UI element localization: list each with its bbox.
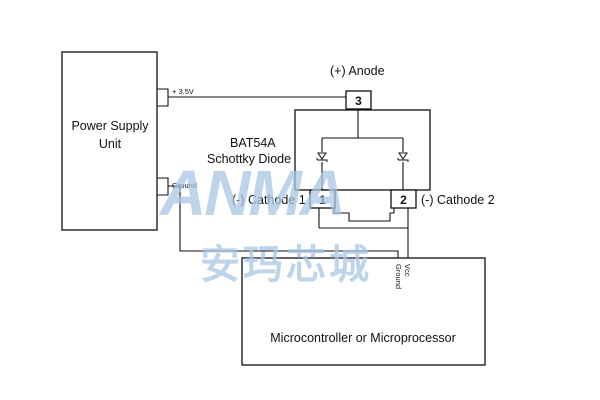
bat54a-diode: 3 1 2 bbox=[294, 90, 431, 209]
watermark-latin: ANMA bbox=[158, 157, 344, 229]
cathode2-pin-box bbox=[390, 189, 417, 209]
cathode1-pin-number: 1 bbox=[319, 193, 326, 207]
power-supply-box bbox=[61, 51, 158, 231]
microcontroller-unit: Microcontroller or Microprocessor Vcc Gr… bbox=[241, 257, 486, 366]
cathode1-pin-box bbox=[309, 189, 336, 209]
microcontroller-box bbox=[241, 257, 486, 366]
diode-left-cathode-bar bbox=[316, 158, 328, 162]
diode-right-symbol bbox=[398, 152, 408, 160]
diode-left-symbol bbox=[317, 152, 327, 160]
supply-ground-label: Ground bbox=[172, 181, 197, 190]
wire-cathode-crossover bbox=[333, 207, 395, 222]
wires bbox=[168, 96, 409, 258]
power-supply-unit: Power Supply Unit bbox=[61, 51, 169, 231]
watermark-cjk: 安玛芯城 bbox=[200, 242, 372, 288]
mcu-vcc-label: Vcc bbox=[403, 264, 412, 277]
mcu-ground-label: Ground bbox=[394, 264, 403, 289]
power-supply-label-line2: Unit bbox=[99, 137, 122, 151]
wire-supply-ground bbox=[168, 185, 399, 258]
cathode1-label: (-) Cathode 1 bbox=[232, 193, 306, 207]
anode-pin-number: 3 bbox=[355, 94, 362, 108]
watermark: ANMA 安玛芯城 bbox=[158, 157, 372, 288]
anode-label: (+) Anode bbox=[330, 64, 385, 78]
diode-right-cathode-bar bbox=[397, 158, 409, 162]
microcontroller-label: Microcontroller or Microprocessor bbox=[270, 331, 455, 345]
supply-voltage-terminal bbox=[157, 88, 169, 107]
power-supply-label-line1: Power Supply bbox=[71, 119, 149, 133]
cathode2-label: (-) Cathode 2 bbox=[421, 193, 495, 207]
diode-type-label: Schottky Diode bbox=[207, 152, 291, 166]
supply-voltage-label: + 3.5V bbox=[172, 87, 194, 96]
diode-part-label: BAT54A bbox=[230, 136, 276, 150]
diode-package-outline bbox=[294, 109, 431, 191]
cathode2-pin-number: 2 bbox=[400, 193, 407, 207]
